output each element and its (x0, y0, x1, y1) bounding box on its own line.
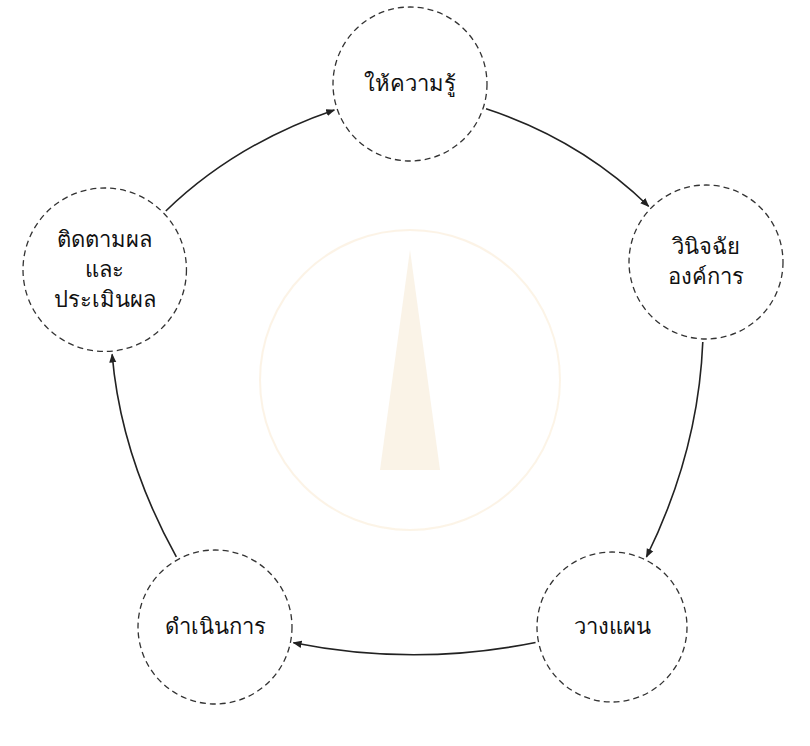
circle-dashed-border (537, 552, 687, 702)
circle-content: ติดตามผล และ ประเมินผล (22, 187, 187, 352)
circle-content: ให้ความรู้ (332, 6, 488, 162)
watermark-emblem (380, 250, 440, 470)
circle-label: ให้ความรู้ (364, 69, 456, 99)
cycle-arrow (486, 109, 649, 206)
circle-dashed-border (629, 185, 783, 339)
circle-content: วินิจฉัย องค์การ (628, 184, 784, 340)
circle-label: ดำเนินการ (165, 612, 266, 642)
circle-content: ดำเนินการ (137, 549, 293, 705)
circle-dashed-border (138, 550, 292, 704)
process-circle: ให้ความรู้ (332, 6, 488, 162)
cycle-arrow (646, 342, 702, 557)
process-circle: วินิจฉัย องค์การ (628, 184, 784, 340)
cycle-arrow (112, 354, 176, 557)
process-circle: ติดตามผล และ ประเมินผล (22, 187, 187, 352)
watermark-ring (260, 230, 560, 530)
circle-outline (628, 184, 784, 340)
cycle-arrow (293, 642, 535, 654)
circle-dashed-border (23, 188, 186, 351)
circle-label: ติดตามผล และ ประเมินผล (47, 225, 162, 314)
circle-label: วินิจฉัย องค์การ (649, 232, 764, 291)
circle-dashed-border (333, 7, 487, 161)
watermark (260, 230, 560, 530)
circle-label: วางแผน (574, 612, 651, 642)
process-circle: ดำเนินการ (137, 549, 293, 705)
circle-content: วางแผน (536, 551, 688, 703)
process-circle: วางแผน (536, 551, 688, 703)
cycle-arrow (166, 110, 335, 211)
